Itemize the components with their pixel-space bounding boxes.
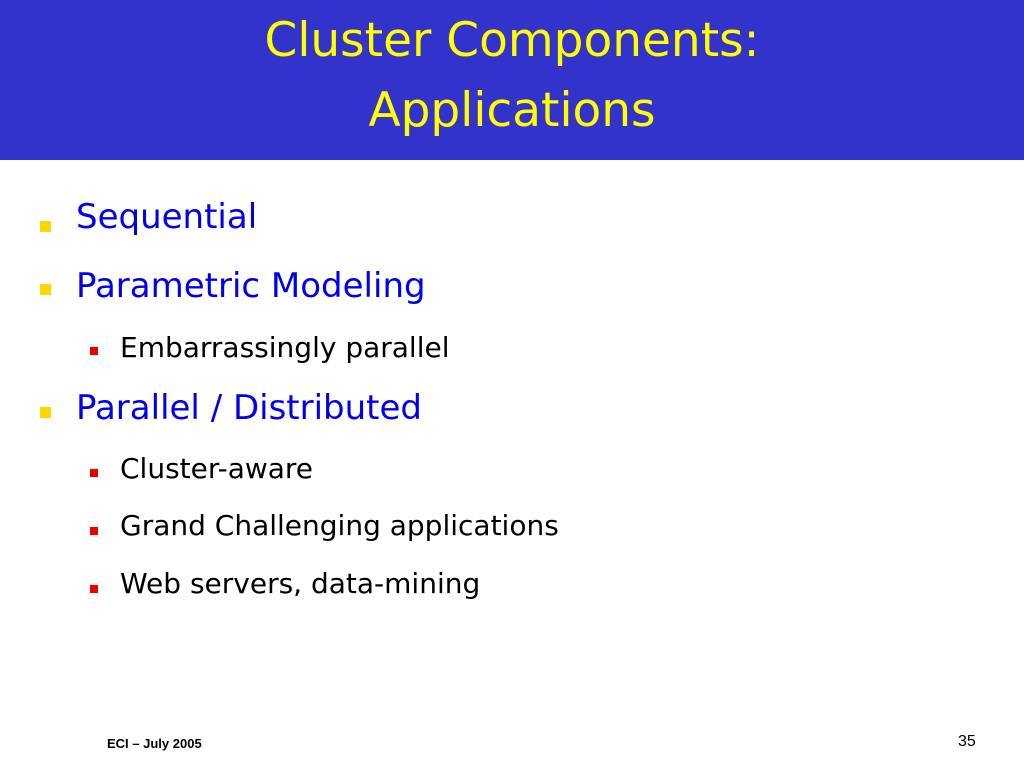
square-bullet-icon [90,469,98,477]
bullet-item: Parametric Modeling [76,266,426,306]
title-band [0,0,1024,160]
bullet-item: Sequential [76,197,258,237]
square-bullet-icon [90,347,98,355]
square-bullet-icon [40,221,51,232]
square-bullet-icon [90,527,98,535]
square-bullet-icon [40,284,51,295]
sub-bullet-item: Web servers, data-mining [120,567,481,600]
square-bullet-icon [40,407,51,418]
sub-bullet-item: Embarrassingly parallel [120,331,450,364]
sub-bullet-item: Grand Challenging applications [120,509,559,542]
footer-text: ECI – July 2005 [107,736,202,751]
slide-title-line-1: Cluster Components: [264,13,760,68]
square-bullet-icon [90,585,98,593]
page-number: 35 [958,733,976,750]
sub-bullet-item: Cluster-aware [120,452,314,485]
slide-title: Cluster Components: Applications [0,6,1024,146]
bullet-item: Parallel / Distributed [76,388,423,428]
slide-title-line-2: Applications [368,83,656,138]
